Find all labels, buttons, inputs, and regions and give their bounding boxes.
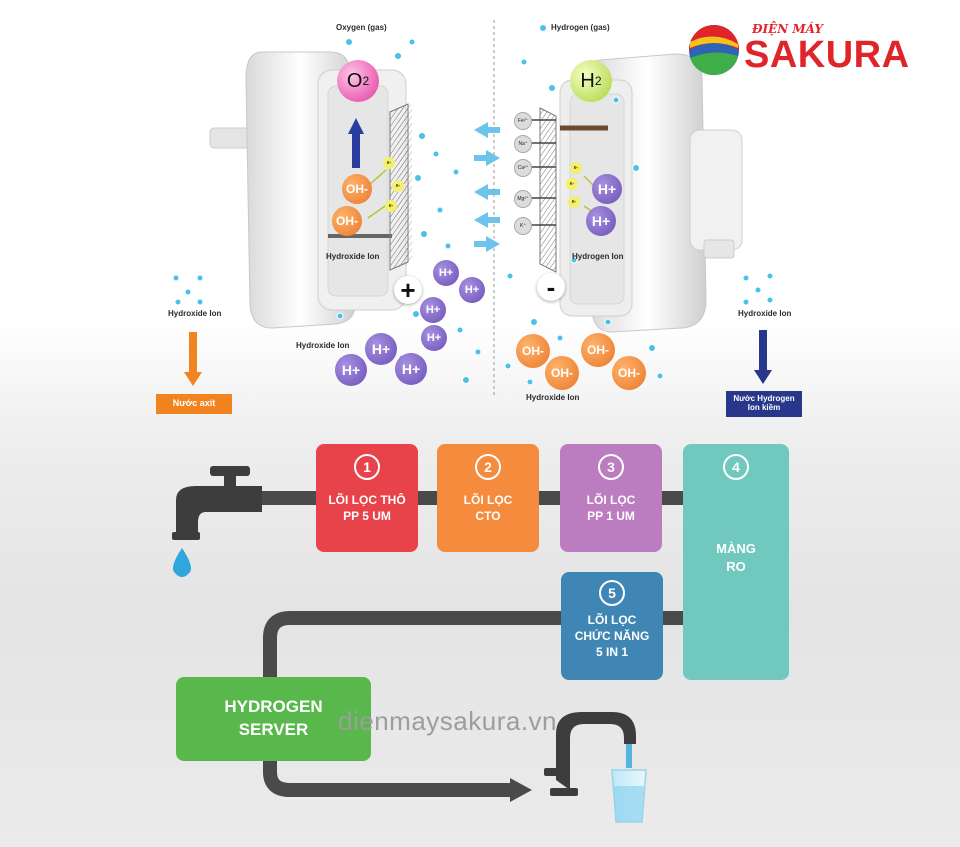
right-pool-label: Hydroxide Ion (526, 393, 580, 402)
pool-h-ion-6: H+ (335, 354, 367, 386)
stage-1-name: LÕI LỌC THÔ PP 5 UM (328, 493, 406, 524)
membrane-arrows (474, 122, 500, 252)
stage-1-number: 1 (354, 454, 380, 480)
stage-2: 2 LÕI LỌC CTO (437, 444, 539, 552)
oxygen-gas-label: Oxygen (gas) (336, 23, 387, 32)
water-glass (611, 769, 647, 823)
mineral-ca: Ca²⁺ (514, 159, 532, 177)
pool-oh-ion-3: OH- (545, 356, 579, 390)
left-pool-label: Hydroxide Ion (296, 341, 350, 350)
anode-oh-ion-1: OH- (342, 174, 372, 204)
hydrogen-server-name: HYDROGEN SERVER (224, 697, 323, 739)
stage-4: 4 MÀNG RO (683, 444, 789, 680)
water-stream (626, 744, 632, 768)
electron-2: e- (392, 180, 404, 192)
cathode-h-ion-1: H+ (592, 174, 622, 204)
hydrogen-ion-label-cathode: Hydrogen Ion (572, 252, 624, 261)
mineral-mg: Mg²⁺ (514, 190, 532, 208)
stage-3-name: LÕI LỌC PP 1 UM (586, 493, 636, 524)
alkaline-arrow (754, 330, 772, 384)
acid-water-tag: Nước axit (156, 394, 232, 414)
water-drop (173, 548, 191, 577)
stage-2-name: LÕI LỌC CTO (463, 493, 513, 524)
stage-5-name: LÕI LỌC CHỨC NĂNG 5 IN 1 (574, 613, 650, 660)
alkaline-water-tag: Nước Hydrogen Ion kiềm (726, 391, 802, 417)
anode-cell (209, 51, 412, 329)
anode-oh-ion-2: OH- (332, 206, 362, 236)
electron-1: e- (383, 157, 395, 169)
mineral-fe: Fe²⁺ (514, 112, 532, 130)
acid-arrow (184, 332, 202, 386)
pool-h-ion-5: H+ (365, 333, 397, 365)
side-left-label: Hydroxide Ion (168, 309, 222, 318)
cathode-cell (539, 53, 743, 333)
mineral-na: Na⁺ (514, 135, 532, 153)
pool-h-ion-4: H+ (421, 325, 447, 351)
pool-h-ion-1: H+ (433, 260, 459, 286)
pool-h-ion-2: H+ (459, 277, 485, 303)
water-dots (172, 24, 774, 386)
hydrogen-server: HYDROGEN SERVER (176, 677, 371, 761)
side-right-label: Hydroxide Ion (738, 309, 792, 318)
stage-5: 5 LÕI LỌC CHỨC NĂNG 5 IN 1 (561, 572, 663, 680)
stage-3: 3 LÕI LỌC PP 1 UM (560, 444, 662, 552)
logo-brand: SAKURA (744, 34, 910, 76)
hydrogen-gas-label: Hydrogen (gas) (551, 23, 610, 32)
pool-oh-ion-2: OH- (581, 333, 615, 367)
minus-sign: - (537, 273, 565, 301)
stage-2-number: 2 (475, 454, 501, 480)
stage-1: 1 LÕI LỌC THÔ PP 5 UM (316, 444, 418, 552)
electron-3: e- (385, 200, 397, 212)
source-tap (172, 466, 262, 540)
stage-4-name: MÀNG RO (716, 541, 756, 574)
hydroxide-ion-label-anode: Hydroxide Ion (326, 252, 380, 261)
pool-h-ion-7: H+ (395, 353, 427, 385)
cathode-h-ion-2: H+ (586, 206, 616, 236)
pool-oh-ion-4: OH- (612, 356, 646, 390)
stage-3-number: 3 (598, 454, 624, 480)
electron-4: e- (570, 162, 582, 174)
logo-top-text: ĐIỆN MÁY (752, 22, 823, 36)
output-tap (544, 712, 636, 796)
electron-6: e- (568, 196, 580, 208)
sakura-logo-mark (689, 25, 739, 76)
pipe-end-arrow (510, 778, 532, 802)
stage-5-number: 5 (599, 580, 625, 606)
pool-h-ion-3: H+ (420, 297, 446, 323)
mineral-k: K⁺ (514, 217, 532, 235)
watermark: dienmaysakura.vn (338, 706, 557, 736)
plus-sign: + (394, 276, 422, 304)
stage-4-number: 4 (723, 454, 749, 480)
pool-oh-ion-1: OH- (516, 334, 550, 368)
electron-5: e- (566, 178, 578, 190)
o2-up-arrow (348, 118, 364, 168)
